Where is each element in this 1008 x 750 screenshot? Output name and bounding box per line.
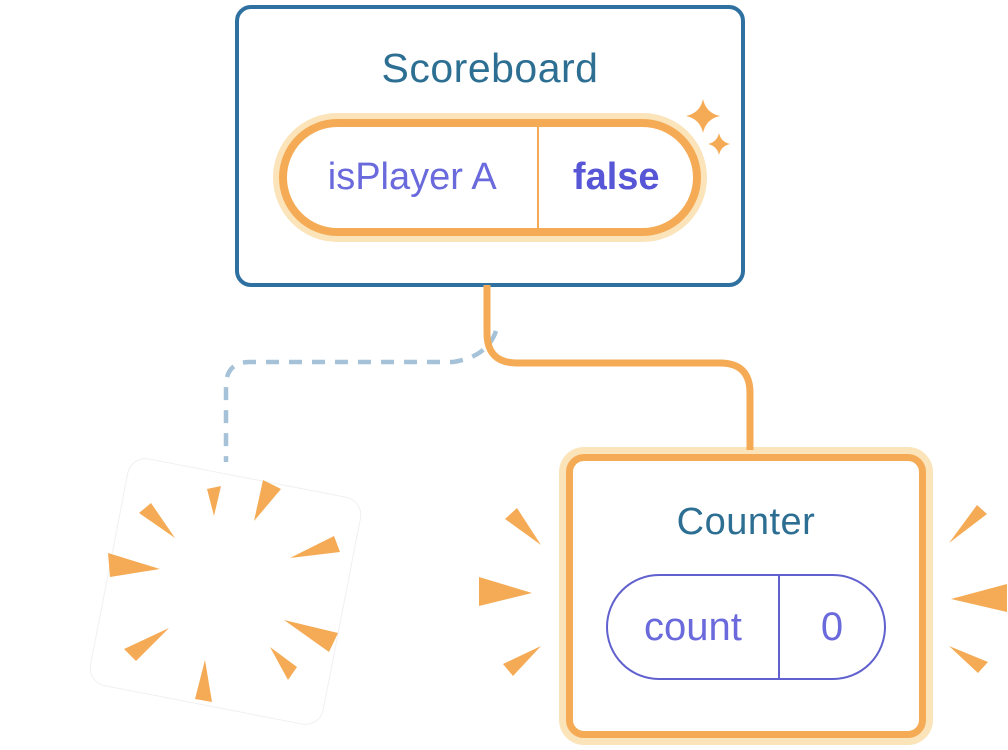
counter-card: Counter count 0 (566, 454, 926, 738)
emphasis-rays-left-icon (479, 508, 541, 676)
dashed-connector-line (223, 330, 499, 462)
state-value-label: 0 (820, 604, 844, 649)
pill-divider (537, 127, 540, 228)
emphasis-rays-right-icon (949, 505, 1007, 673)
state-value-label: false (572, 156, 660, 198)
poofed-card (89, 458, 362, 725)
scoreboard-title: Scoreboard (381, 45, 599, 91)
state-name-label: count (644, 604, 742, 649)
counter-title: Counter (676, 501, 816, 543)
pill-divider (777, 576, 780, 678)
solid-connector-line (483, 285, 754, 450)
poof-burst-icon (108, 480, 340, 702)
counter-state-pill: count 0 (606, 574, 886, 680)
scoreboard-state-pill: isPlayer A false (279, 119, 701, 236)
state-name-label: isPlayer A (327, 156, 497, 198)
scoreboard-card: Scoreboard isPlayer A false (235, 5, 745, 287)
